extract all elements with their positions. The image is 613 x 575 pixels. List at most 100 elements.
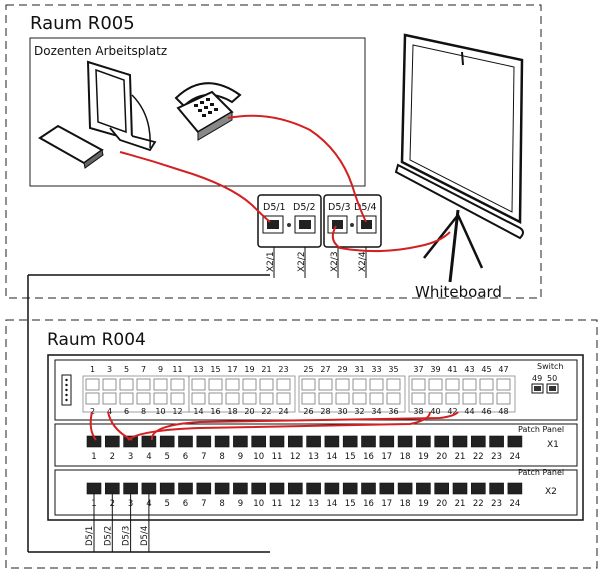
patch-port-number: 18 — [400, 452, 411, 462]
patch-port — [196, 482, 212, 495]
switch-port-number: 10 — [155, 407, 165, 416]
switch-port-number: 34 — [371, 407, 381, 416]
switch-port-number: 14 — [193, 407, 203, 416]
patch-port — [342, 435, 358, 448]
patch-port-number: 23 — [491, 499, 502, 509]
patch-port — [251, 482, 266, 495]
patch-port — [196, 435, 212, 448]
switch-port — [445, 378, 460, 391]
switch-port — [428, 392, 443, 405]
patch-cable-label: D5/3 — [122, 526, 132, 546]
switch-port — [411, 392, 426, 405]
patch-port-number: 17 — [381, 452, 392, 462]
switch-port-number: 16 — [210, 407, 220, 416]
switch-port-number: 2 — [90, 407, 95, 416]
patch-port — [251, 435, 266, 448]
patch-port — [379, 435, 395, 448]
patch-port — [141, 482, 157, 495]
switch-port-number: 12 — [172, 407, 182, 416]
switch-port — [119, 392, 134, 405]
patch-port — [86, 482, 102, 495]
switch-port — [352, 392, 367, 405]
patch-port — [434, 435, 450, 448]
switch-port-number: 4 — [107, 407, 112, 416]
switch-port — [225, 392, 240, 405]
workstation-label: Dozenten Arbeitsplatz — [34, 44, 167, 58]
patch-port-number: 16 — [363, 499, 374, 509]
patch-port-number: 22 — [473, 452, 484, 462]
patch-port — [507, 435, 523, 448]
switch-port-number: 26 — [303, 407, 313, 416]
patch-port — [287, 435, 303, 448]
patch-port — [214, 435, 230, 448]
switch-port-number: 9 — [158, 365, 163, 374]
switch-port-number: 6 — [124, 407, 129, 416]
switch-port — [496, 392, 511, 405]
patch-port-number: 13 — [308, 452, 319, 462]
switch-port-number: 19 — [244, 365, 254, 374]
patch-port — [507, 482, 523, 495]
switch-port-number: 36 — [388, 407, 398, 416]
patch-panel-label: Patch Panel — [518, 468, 564, 477]
patch-port — [233, 482, 248, 495]
outlet-link-label: X2/2 — [297, 251, 307, 272]
rack-patch-cables — [89, 411, 459, 441]
switch-port-number: 38 — [413, 407, 423, 416]
switch-port — [102, 378, 117, 391]
switch-port — [119, 378, 134, 391]
whiteboard-icon — [394, 33, 524, 283]
patch-port — [342, 482, 358, 495]
switch-port — [335, 378, 350, 391]
patch-port-number: 9 — [238, 499, 243, 509]
patch-port-number: 13 — [308, 499, 319, 509]
patch-port-number: 16 — [363, 452, 374, 462]
switch-port-number: 48 — [498, 407, 508, 416]
switch-port — [259, 392, 274, 405]
patch-panel-id: X1 — [547, 440, 559, 450]
patch-port — [361, 482, 376, 495]
patch-port-number: 21 — [455, 452, 466, 462]
switch-port — [411, 378, 426, 391]
patch-port — [159, 482, 175, 495]
switch-port-number: 29 — [337, 365, 347, 374]
patch-panel-x2: Patch Panel X2 1234567891011121314151617… — [54, 468, 578, 516]
patch-port — [434, 482, 450, 495]
switch-port-number: 44 — [464, 407, 474, 416]
patch-port-number: 12 — [290, 452, 301, 462]
patch-port-number: 22 — [473, 499, 484, 509]
switch-label: Switch — [537, 362, 563, 371]
patch-port-number: 11 — [272, 452, 283, 462]
patch-port-number: 24 — [509, 452, 520, 462]
switch-uplink-number: 50 — [547, 374, 557, 383]
patch-port — [105, 482, 120, 495]
patch-port-number: 19 — [418, 452, 429, 462]
switch-port — [208, 378, 223, 391]
room-r005-border — [5, 4, 542, 299]
patch-cable-label: D5/2 — [103, 526, 113, 546]
switch-port — [85, 392, 100, 405]
switch-port — [136, 392, 151, 405]
patch-port — [269, 482, 285, 495]
switch-port — [496, 378, 511, 391]
switch-port — [386, 392, 401, 405]
patch-port — [105, 435, 120, 448]
switch-port-number: 35 — [388, 365, 398, 374]
patch-port — [379, 482, 395, 495]
switch-port — [259, 378, 274, 391]
patch-port — [470, 482, 486, 495]
patch-port — [306, 435, 321, 448]
patch-port-number: 14 — [326, 499, 337, 509]
patch-port — [324, 482, 340, 495]
patch-port — [452, 482, 468, 495]
switch-port-number: 17 — [227, 365, 237, 374]
switch-port-number: 32 — [354, 407, 364, 416]
switch-port — [462, 378, 477, 391]
switch-port-number: 39 — [430, 365, 440, 374]
switch-port-number: 24 — [278, 407, 288, 416]
patch-port — [361, 435, 376, 448]
switch-port-number: 13 — [193, 365, 203, 374]
switch-port — [102, 392, 117, 405]
switch-port-number: 33 — [371, 365, 381, 374]
